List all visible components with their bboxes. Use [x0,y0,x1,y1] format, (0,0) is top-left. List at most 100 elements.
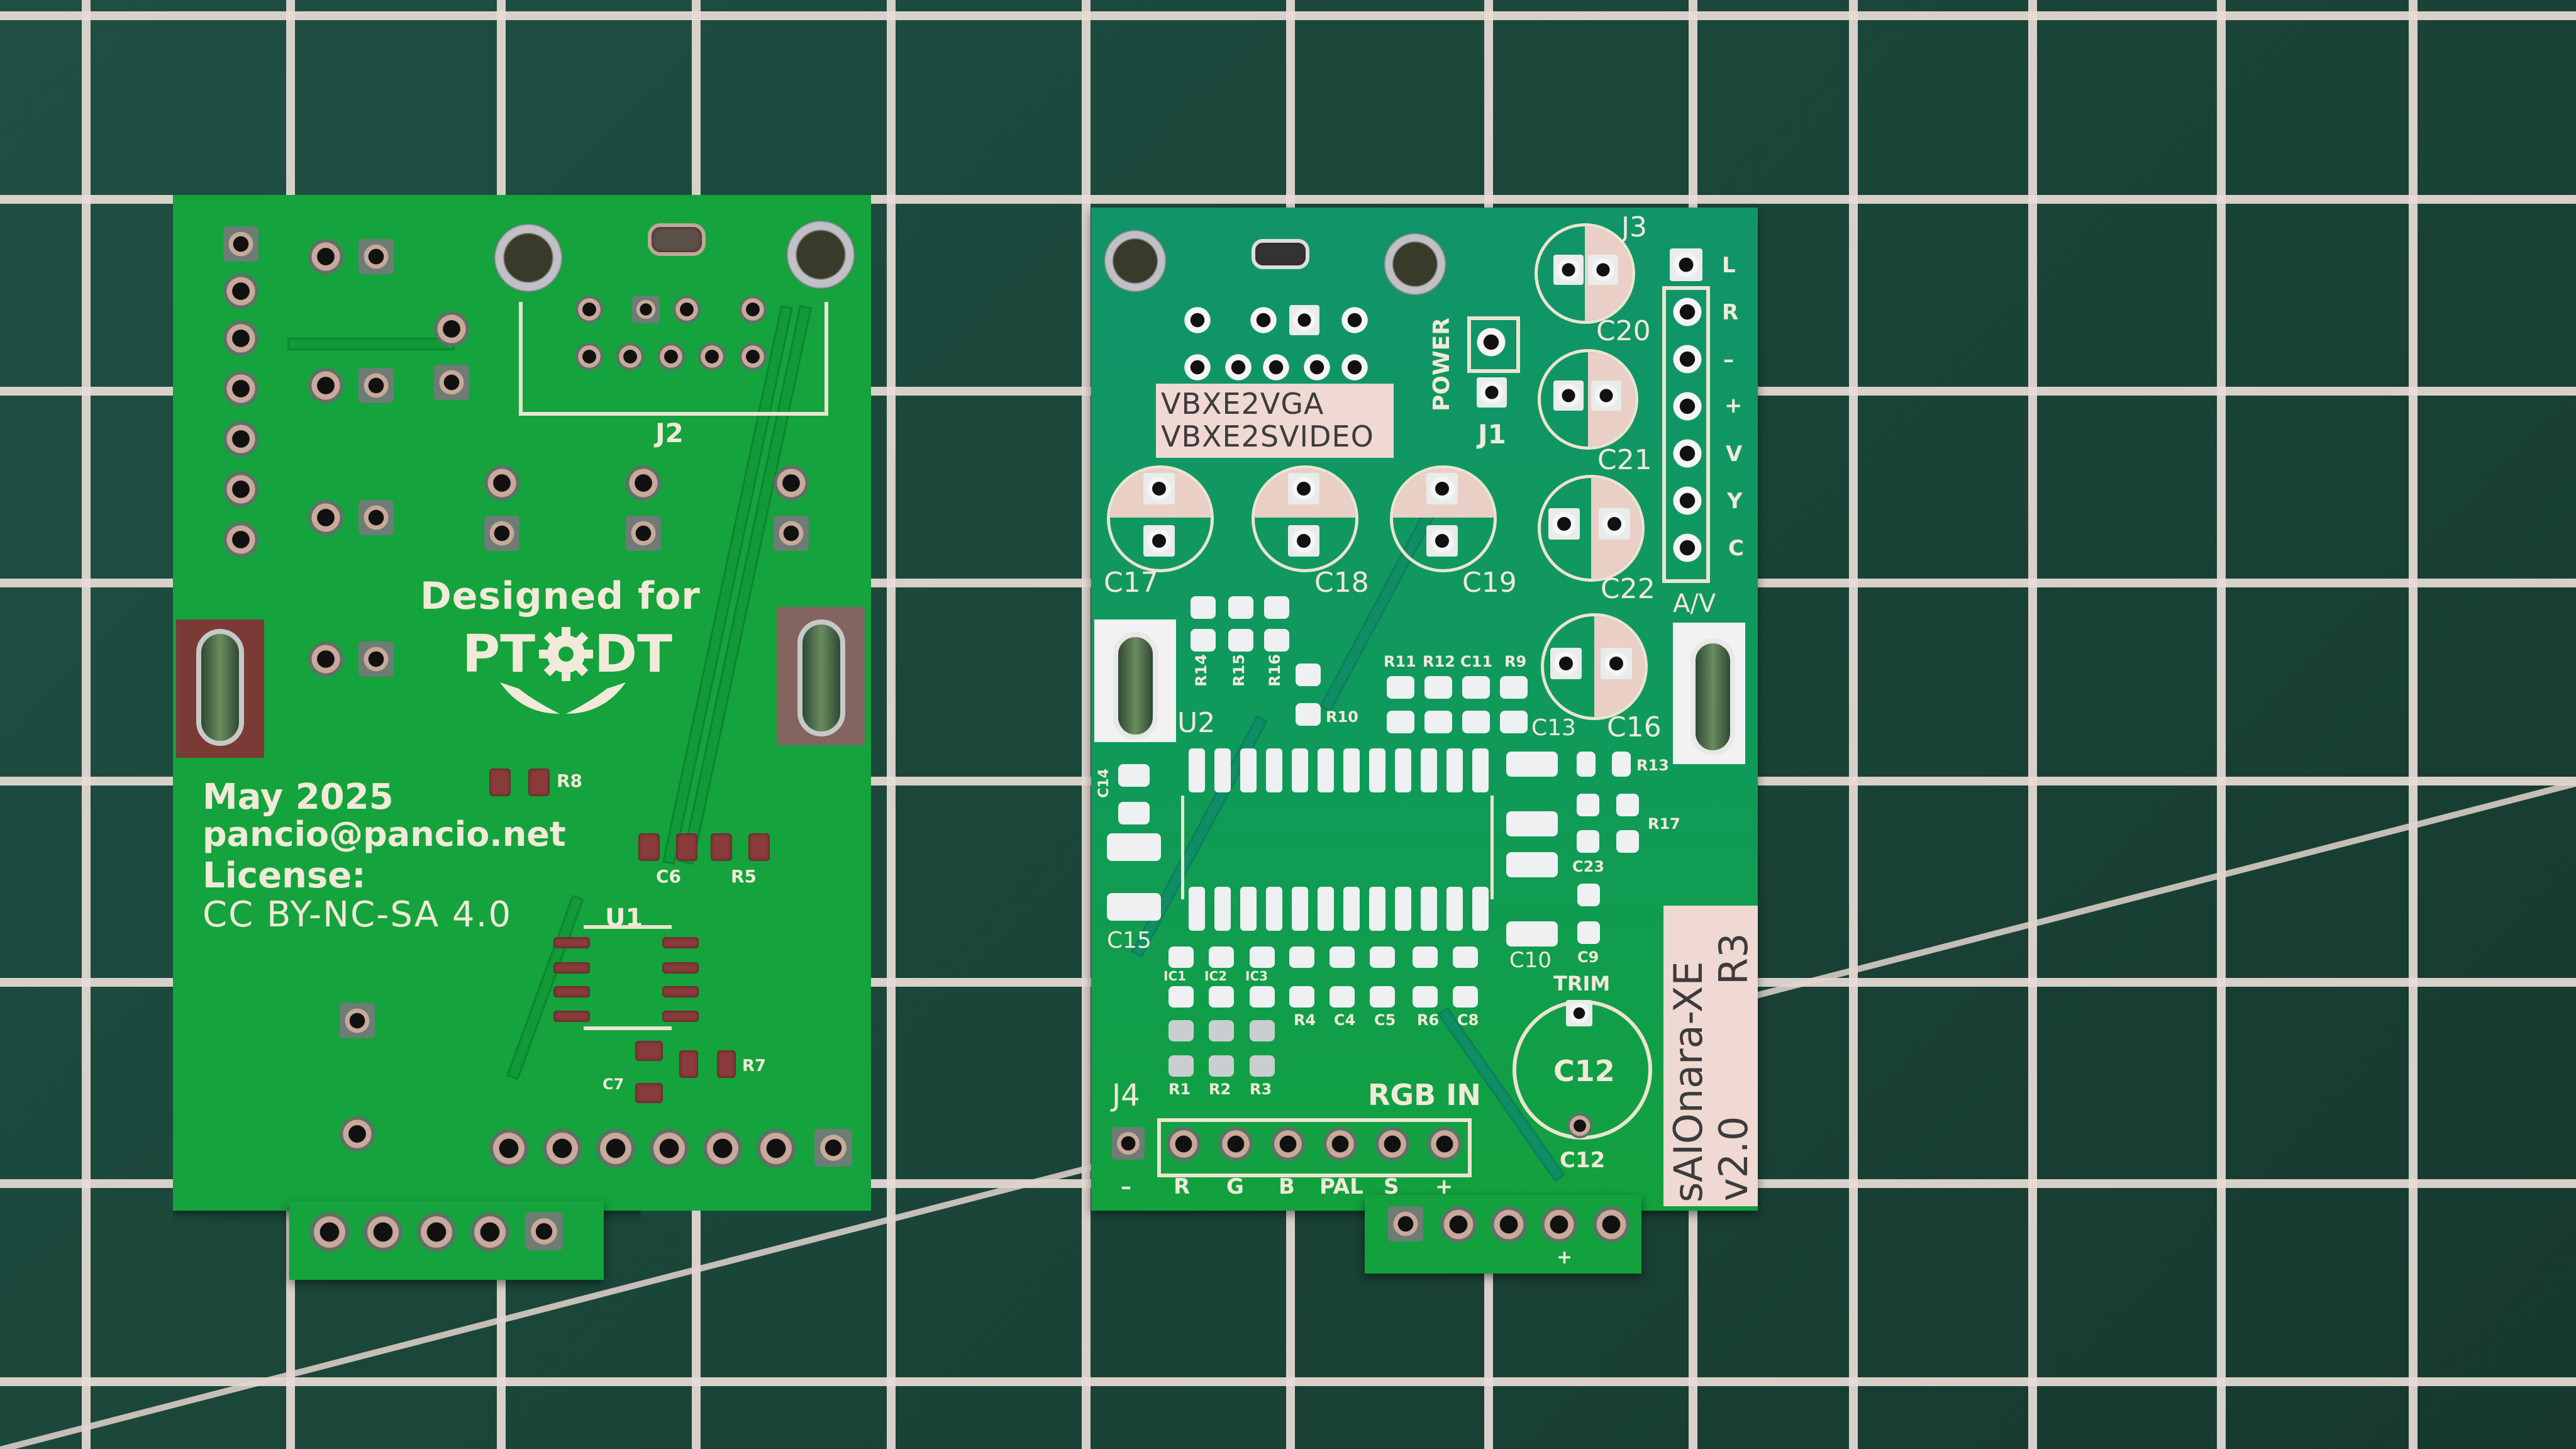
smd-pad [1577,794,1599,816]
ic-pin-pad [1189,748,1205,792]
through-hole-pad [223,421,258,457]
cap-pad [1599,508,1630,540]
smd-pad [1506,752,1558,777]
smd-pad [635,1041,663,1061]
cap-pad [1426,525,1458,557]
rgb-header-pin [1219,1127,1253,1161]
j2-pin [698,343,726,370]
mat-grid-line [0,1377,2576,1386]
smd-pad [1453,986,1478,1008]
c19-label: C19 [1462,567,1517,599]
smd-pad [1250,986,1275,1008]
power-label: POWER [1429,318,1455,412]
ic-pin-pad [1292,748,1308,792]
smd-pad [1577,921,1600,944]
av-header-pin [1671,296,1704,328]
through-hole-pad [1302,352,1332,382]
av-header-pin [1671,390,1704,423]
trim-label: TRIM [1553,972,1611,996]
c17-label: C17 [1104,567,1158,599]
smd-pad [1264,596,1289,619]
cap-pad [1601,648,1632,679]
smd-pad [1296,703,1321,726]
ic-pin-pad [1292,887,1308,931]
c20-label: C20 [1596,315,1651,347]
smd-pad [1506,921,1558,947]
smd-pad [1264,629,1289,652]
rgb-pin-label: – [1121,1174,1131,1199]
r1-label: R1 [1169,1080,1191,1098]
through-hole-pad [358,641,394,677]
r13-label: R13 [1636,757,1669,774]
c13-label: C13 [1531,715,1576,741]
mat-grid-line [887,0,896,1449]
av-label: A/V [1673,589,1716,618]
smd-pad [1577,830,1599,853]
j2-pin [739,343,767,370]
c11-label: C11 [1460,653,1493,670]
r3-label: R3 [1250,1080,1272,1098]
through-hole-pad [358,368,394,403]
through-hole-pad [340,1116,375,1152]
smd-pad [1577,884,1600,906]
through-hole-pad [1340,305,1370,335]
u1-outline-top [584,925,672,929]
cap-pad [1288,473,1319,504]
header-pin [470,1213,509,1252]
ic-pin-pad [662,1011,699,1022]
j2-pin [632,296,660,323]
ic-pin-pad [1421,748,1437,792]
mounting-slot [797,619,845,736]
smd-pad [711,833,732,861]
ic-pin-pad [1240,887,1257,931]
av-pin-label: + [1724,393,1743,418]
smd-pad [1413,947,1438,968]
ic-pin-pad [1189,887,1205,931]
ic-pin-pad [1214,748,1231,792]
board-title: sAIOnara-XE [1665,961,1711,1202]
smd-pad [748,833,770,861]
smd-pad [1107,893,1161,921]
mounting-hole [1104,230,1167,292]
rgb-pin-label: PAL [1319,1174,1363,1199]
header-pin [814,1129,852,1167]
ic-pin-pad [1318,887,1334,931]
smd-pad [1191,629,1216,652]
header-pin [596,1129,635,1168]
j1-pin [1475,326,1507,358]
through-hole-pad [223,371,258,406]
logo-text-dt: DT [594,625,673,684]
j2-pin [673,296,701,323]
board-version: v2.0 [1711,1116,1757,1201]
ic-pin-pad [1369,887,1385,931]
smd-pad [1191,596,1216,619]
cap-pad [1550,648,1582,679]
electrolytic-cap-c21 [1538,349,1638,450]
smd-pad [1500,711,1528,733]
u1-outline-bottom [584,1026,672,1030]
ic-pin-pad [553,986,590,997]
header-pin [525,1213,563,1250]
cap-pad [1426,473,1458,504]
c4-label: C4 [1334,1011,1356,1029]
through-hole-pad [434,311,469,347]
rgb-header-pin [1271,1127,1305,1161]
cap-pad [1548,508,1580,540]
mounting-hole [786,220,855,289]
smd-pad [1250,1055,1275,1077]
rgb-header-pin [1375,1127,1409,1161]
through-hole-pad [1248,305,1279,335]
r6-label: R6 [1417,1011,1440,1029]
through-hole-pad [308,500,343,535]
ic-pin-pad [1472,748,1489,792]
r15-label: R15 [1230,654,1248,687]
gear-icon [538,626,594,682]
c6-label: C6 [656,866,682,887]
electrolytic-cap-c20 [1535,223,1635,324]
cap-pad [1143,473,1175,504]
ic-pin-pad [1472,887,1489,931]
plus-label: + [1557,1246,1573,1269]
smd-pad [1413,986,1438,1008]
j2-outline [519,302,828,416]
